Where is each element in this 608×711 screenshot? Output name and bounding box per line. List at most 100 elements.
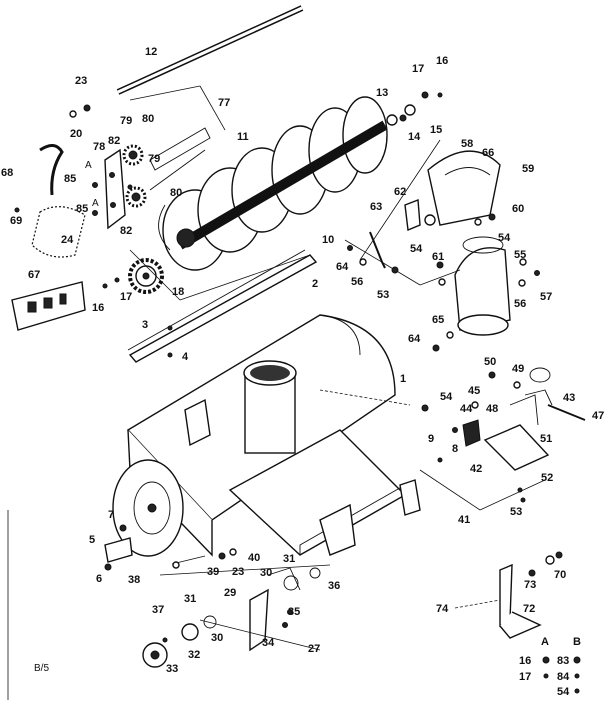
part-label-45: 45 — [468, 385, 480, 397]
part-label-2: 2 — [312, 278, 318, 290]
part-label-85b: 85 — [76, 203, 88, 215]
part-label-39: 39 — [207, 566, 219, 578]
part-label-61: 61 — [432, 251, 444, 263]
small-sprocket-part — [122, 144, 147, 208]
part-label-82b: 82 — [120, 225, 132, 237]
part-label-68: 68 — [1, 167, 13, 179]
part-label-56: 56 — [351, 276, 363, 288]
part-label-49: 49 — [512, 363, 524, 375]
part-label-18: 18 — [172, 286, 184, 298]
part-label-70: 70 — [554, 569, 566, 581]
skid-part — [319, 479, 421, 556]
part-label-11: 11 — [237, 131, 249, 143]
part-label-85: 85 — [64, 173, 76, 185]
part-label-74: 74 — [436, 603, 449, 615]
part-label-82: 82 — [108, 135, 120, 147]
hardware-dots — [14, 91, 581, 694]
housing-part — [126, 314, 407, 557]
legend-col-a: A — [541, 636, 549, 648]
part-label-72: 72 — [523, 603, 535, 615]
part-labels: 1 2 3 4 5 6 7 8 9 10 11 12 13 14 15 16 1… — [1, 46, 604, 675]
tensioner-part — [129, 85, 226, 191]
part-label-69: 69 — [10, 215, 22, 227]
part-label-29: 29 — [224, 587, 236, 599]
part-label-17b: 17 — [120, 291, 132, 303]
part-label-78: 78 — [93, 141, 105, 153]
legend-col-b: B — [573, 636, 581, 648]
leader-lines — [7, 139, 546, 700]
part-label-14: 14 — [408, 131, 421, 143]
part-label-57: 57 — [540, 291, 552, 303]
part-label-65: 65 — [432, 314, 444, 326]
linkage-part — [462, 367, 586, 471]
part-label-54: 54 — [440, 391, 453, 403]
part-label-36: 36 — [328, 580, 340, 592]
part-label-62: 62 — [394, 186, 406, 198]
part-label-41: 41 — [458, 514, 470, 526]
part-label-37: 37 — [152, 604, 164, 616]
part-label-10: 10 — [322, 234, 334, 246]
part-label-80b: 80 — [170, 187, 182, 199]
part-label-53: 53 — [510, 506, 522, 518]
part-label-5: 5 — [89, 534, 95, 546]
part-label-47: 47 — [592, 410, 604, 422]
part-label-63: 63 — [370, 201, 382, 213]
part-label-8: 8 — [452, 443, 458, 455]
decal-panel-part — [11, 281, 86, 331]
part-label-40: 40 — [248, 552, 260, 564]
part-label-43: 43 — [563, 392, 575, 404]
bracket-part — [104, 148, 126, 230]
part-label-64b: 64 — [408, 333, 421, 345]
part-label-13: 13 — [376, 87, 388, 99]
part-label-67: 67 — [28, 269, 40, 281]
part-label-77: 77 — [218, 97, 230, 109]
part-label-44: 44 — [460, 403, 473, 415]
part-label-12: 12 — [145, 46, 157, 58]
part-label-31b: 31 — [184, 593, 196, 605]
part-label-23b: 23 — [232, 566, 244, 578]
callout-letter-a: A — [85, 160, 92, 171]
bracket-72-part — [454, 563, 542, 639]
part-label-17: 17 — [412, 63, 424, 75]
part-label-9: 9 — [428, 433, 434, 445]
part-label-66: 66 — [482, 147, 494, 159]
part-label-16b: 16 — [92, 302, 104, 314]
auger-part — [158, 96, 388, 271]
part-label-54b: 54 — [410, 243, 423, 255]
part-label-24: 24 — [61, 234, 74, 246]
part-label-51: 51 — [540, 433, 552, 445]
bracket-62-part — [404, 199, 436, 232]
part-label-31: 31 — [283, 553, 295, 565]
part-label-35: 35 — [288, 606, 300, 618]
part-label-56b: 56 — [514, 298, 526, 310]
sprocket-part — [128, 258, 164, 294]
part-label-54c: 54 — [498, 232, 511, 244]
part-label-73: 73 — [524, 579, 536, 591]
rod-part — [116, 5, 304, 95]
part-label-79b: 79 — [148, 153, 160, 165]
legend-b-row3: 54 — [557, 686, 570, 698]
part-label-59: 59 — [522, 163, 534, 175]
part-label-4: 4 — [182, 351, 189, 363]
part-label-15: 15 — [430, 124, 442, 136]
legend-a-row2: 17 — [519, 671, 531, 683]
part-label-52: 52 — [541, 472, 553, 484]
part-label-79: 79 — [120, 115, 132, 127]
part-label-32: 32 — [188, 649, 200, 661]
part-label-30b: 30 — [211, 632, 223, 644]
page-code: B/5 — [34, 663, 49, 674]
part-label-1: 1 — [400, 373, 406, 385]
part-label-3: 3 — [142, 319, 148, 331]
cable-part — [39, 144, 64, 196]
part-label-7: 7 — [108, 509, 114, 521]
part-label-42: 42 — [470, 463, 482, 475]
part-label-23: 23 — [75, 75, 87, 87]
part-label-64: 64 — [336, 261, 349, 273]
legend-b-row2: 84 — [557, 671, 570, 683]
part-label-58: 58 — [461, 138, 473, 150]
deflector-part — [427, 150, 501, 226]
plate-5-part — [104, 537, 133, 563]
part-label-33: 33 — [166, 663, 178, 675]
part-label-55: 55 — [514, 249, 526, 261]
